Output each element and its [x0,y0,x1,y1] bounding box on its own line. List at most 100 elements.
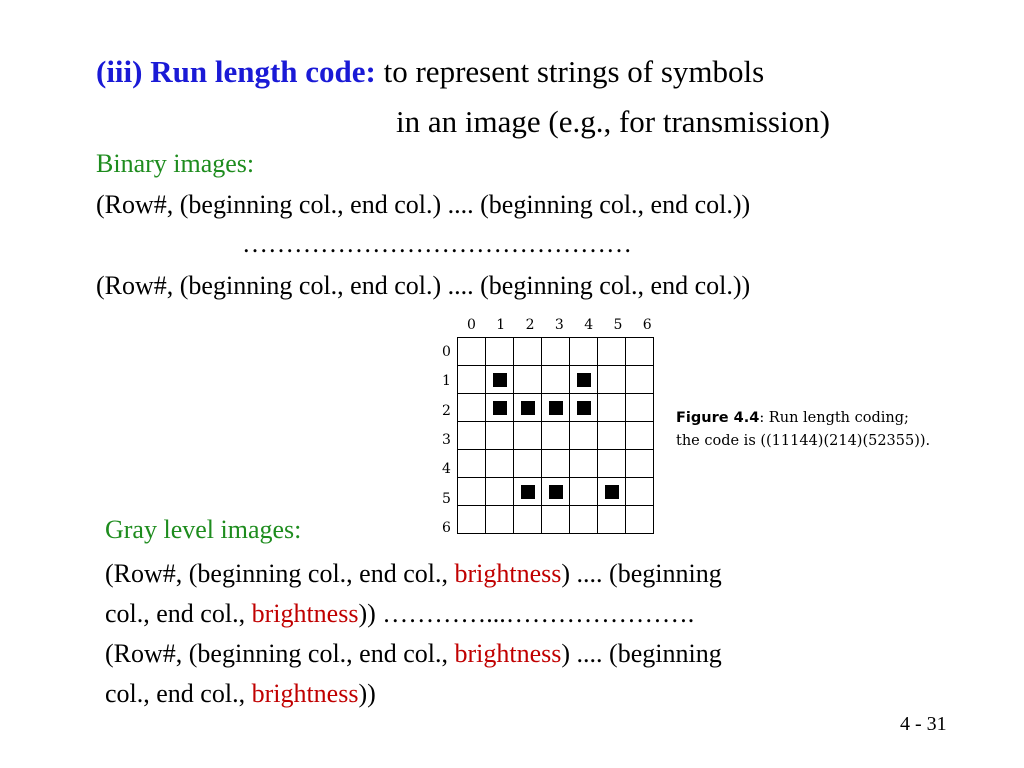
grid-row [457,477,654,506]
grid-cell [569,393,598,422]
title-heading: (iii) Run length code: [96,54,376,89]
gray-text: (Row#, (beginning col., end col., [105,639,455,668]
gray-format-line-1: (Row#, (beginning col., end col., bright… [105,558,722,590]
grid-cell [541,365,570,394]
grid-cell [485,337,514,366]
grid-cell [541,393,570,422]
grid-cell [513,337,542,366]
column-label: 0 [467,317,476,333]
grid-cell [457,449,486,478]
grid-cell [457,421,486,450]
gray-format-line-2: col., end col., brightness)) …………...…………… [105,598,694,630]
title-line-2: in an image (e.g., for transmission) [396,104,830,139]
row-label: 0 [442,344,451,360]
grid-cell [541,337,570,366]
pixel-grid [457,337,654,534]
column-label: 2 [525,317,535,333]
caption-text: : Run length coding; [759,410,909,426]
gray-text: col., end col., [105,599,252,628]
brightness-term: brightness [454,559,562,588]
column-label: 6 [642,317,652,333]
binary-ellipsis: ……………………………………… [242,229,632,258]
grid-row [457,393,654,422]
binary-format-line-2: (Row#, (beginning col., end col.) .... (… [96,271,751,300]
brightness-term: brightness [251,679,359,708]
grid-cell [597,337,626,366]
grid-cell [513,505,542,534]
title-rest: to represent strings of symbols [375,54,765,89]
grid-cell [597,505,626,534]
grid-cell [485,393,514,422]
grid-cell [625,505,654,534]
gray-text: )) [358,679,376,708]
filled-pixel [576,400,591,415]
brightness-term: brightness [454,639,562,668]
grid-cell [569,337,598,366]
grid-cell [513,421,542,450]
column-label: 4 [584,317,594,333]
grid-cell [513,449,542,478]
slide-number: 4 - 31 [900,713,947,735]
row-label: 2 [442,402,451,419]
binary-format-line: (Row#, (beginning col., end col.) .... (… [96,190,751,219]
binary-images-label: Binary images: [96,149,255,178]
grid-cell [457,337,486,366]
filled-pixel [576,372,591,387]
grid-cell [485,421,514,450]
row-label: 6 [442,519,451,536]
grid-row [457,505,654,534]
filled-pixel [604,484,619,499]
filled-pixel [492,372,507,387]
column-label: 3 [554,317,564,333]
grid-cell [625,393,654,422]
grid-cell [541,421,570,450]
grid-cell [485,505,514,534]
grid-cell [485,365,514,394]
gray-text: col., end col., [105,679,252,708]
grid-cell [597,421,626,450]
grid-row [457,365,654,394]
grid-cell [625,337,654,366]
gray-text: )) …………...…………………. [358,599,695,628]
figure-caption: Figure 4.4: Run length coding; the code … [676,407,930,453]
filled-pixel [548,484,563,499]
grid-cell [457,477,486,506]
grid-cell [569,449,598,478]
gray-format-line-4: col., end col., brightness)) [105,678,376,710]
filled-pixel [520,484,535,499]
grid-cell [457,505,486,534]
row-label: 5 [442,490,451,507]
slide-title: (iii) Run length code: to represent stri… [96,52,764,92]
grid-cell [625,477,654,506]
grid-cell [541,477,570,506]
grid-row [457,421,654,450]
filled-pixel [520,400,535,415]
filled-pixel [548,400,563,415]
grid-cell [541,505,570,534]
grid-cell [457,365,486,394]
filled-pixel [492,400,507,415]
grid-cell [541,449,570,478]
grid-cell [625,365,654,394]
grid-cell [569,421,598,450]
grid-cell [485,449,514,478]
grid-cell [457,393,486,422]
column-label: 1 [496,317,506,333]
row-label: 4 [442,461,451,478]
gray-text: ) .... (beginning [561,559,722,588]
grid-cell [625,449,654,478]
gray-text: ) .... (beginning [561,639,722,668]
grid-cell [597,477,626,506]
caption-code: the code is ((11144)(214)(52355)). [676,433,931,449]
grid-cell [513,365,542,394]
grid-cell [625,421,654,450]
grid-cell [513,477,542,506]
row-label: 3 [442,431,451,448]
grid-cell [569,505,598,534]
caption-label: Figure 4.4 [676,410,760,426]
gray-level-images-label: Gray level images: [105,515,302,544]
grid-row [457,337,654,366]
grid-cell [597,449,626,478]
grid-cell [597,365,626,394]
